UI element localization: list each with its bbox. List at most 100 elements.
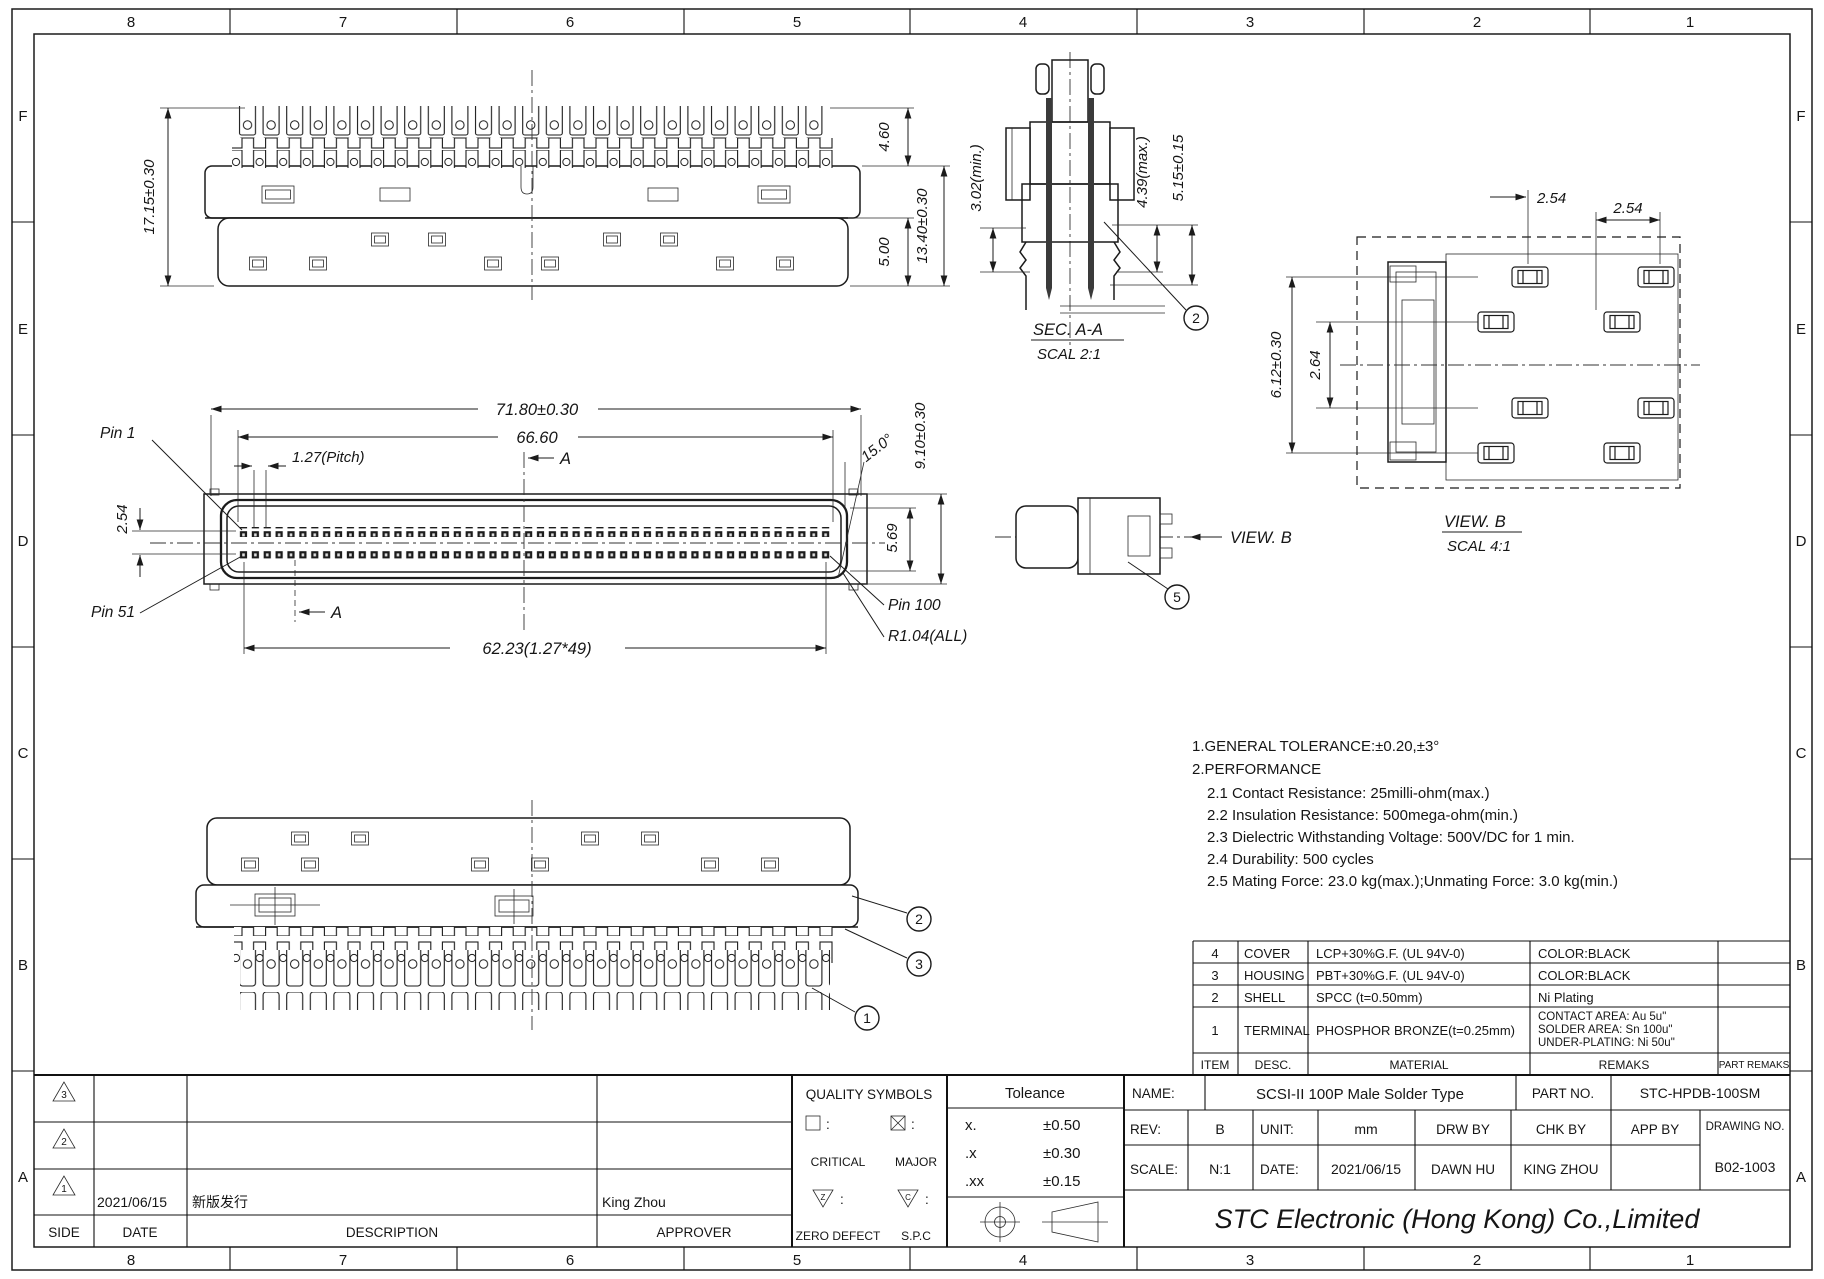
dim-body-height: 13.40±0.30 xyxy=(914,188,931,264)
callout-terminal: 1 xyxy=(863,1010,871,1026)
header-part-remarks: PART REMAKS xyxy=(1719,1060,1790,1071)
rev1-description: 新版发行 xyxy=(192,1194,248,1210)
part-no-label: PART NO. xyxy=(1532,1086,1594,1101)
zone-row: A xyxy=(18,1169,28,1186)
dim-span: 62.23(1.27*49) xyxy=(482,640,591,658)
section-aa-title: SEC. A-A xyxy=(1033,321,1103,339)
zone-col: 1 xyxy=(1686,1252,1694,1269)
pin-row-top xyxy=(238,527,832,537)
third-angle-projection-icon xyxy=(980,1201,1108,1243)
part-desc: COVER xyxy=(1244,946,1290,961)
zone-col: 5 xyxy=(793,1252,801,1269)
zone-col: 8 xyxy=(127,1252,135,1269)
side-view-label: VIEW. B xyxy=(1230,529,1292,547)
dim-contact-height: 4.60 xyxy=(876,122,893,152)
part-item: 2 xyxy=(1211,990,1218,1005)
bottom-view: 2 3 1 xyxy=(195,800,932,1031)
note-item: 2.1 Contact Resistance: 25milli-ohm(max.… xyxy=(1207,785,1490,802)
part-material: PHOSPHOR BRONZE(t=0.25mm) xyxy=(1316,1023,1515,1038)
tolerance-title: Toleance xyxy=(1005,1085,1065,1102)
quality-symbols-block: QUALITY SYMBOLS : : CRITICAL MAJOR Z : C… xyxy=(791,1075,948,1247)
zone-row: E xyxy=(1796,321,1806,338)
zone-row: D xyxy=(1796,533,1807,550)
part-item: 4 xyxy=(1211,946,1218,961)
dim-910: 9.10±0.30 xyxy=(912,402,929,469)
section-mark-top: A xyxy=(559,450,571,468)
zone-row: C xyxy=(1796,745,1807,762)
dim-pitch: 1.27(Pitch) xyxy=(292,449,365,466)
sheet-border: 8 7 6 5 4 3 2 1 8 7 6 5 4 3 2 1 F E D C … xyxy=(11,8,1813,1271)
rev2-number: 2 xyxy=(61,1137,67,1148)
revision-table: 3 2 1 2021/06/15 新版发行 King Zhou SIDE DAT… xyxy=(34,1075,792,1247)
header-material: MATERIAL xyxy=(1389,1058,1448,1072)
view-b-scale: SCAL 4:1 xyxy=(1447,538,1511,555)
plan-view: A A 71.80±0.30 66.60 Pin 1 1.27(Pitch) 2… xyxy=(91,401,967,658)
header-description: DESCRIPTION xyxy=(346,1225,438,1240)
zero-defect-symbol-letter: Z xyxy=(821,1193,826,1202)
part-remarks: COLOR:BLACK xyxy=(1538,968,1631,983)
critical-symbol-icon xyxy=(805,1115,821,1131)
spc-colon: : xyxy=(925,1192,929,1207)
date-label: DATE: xyxy=(1260,1162,1299,1177)
section-pin-right xyxy=(1088,98,1094,300)
major-symbol-icon xyxy=(890,1115,906,1131)
rev2-triangle-icon xyxy=(52,1128,76,1149)
zone-row: B xyxy=(1796,957,1806,974)
dim-overall-height: 17.15±0.30 xyxy=(141,159,158,235)
pin51-label: Pin 51 xyxy=(91,604,135,621)
zone-row: D xyxy=(18,533,29,550)
date-value: 2021/06/15 xyxy=(1331,1161,1401,1177)
dim-439-max: 4.39(max.) xyxy=(1134,136,1151,208)
zone-col: 4 xyxy=(1019,1252,1027,1269)
zero-defect-symbol-icon xyxy=(812,1189,834,1208)
note-general-tolerance: 1.GENERAL TOLERANCE:±0.20,±3° xyxy=(1192,738,1439,755)
name-label: NAME: xyxy=(1132,1086,1175,1101)
major-label: MAJOR xyxy=(895,1155,937,1169)
zone-row: E xyxy=(18,321,28,338)
zone-row: F xyxy=(18,108,27,125)
section-aa-view: 3.02(min.) 4.39(max.) 5.15±0.15 2 SEC. A… xyxy=(968,52,1209,363)
zone-labels-left: F E D C B A xyxy=(18,108,29,1186)
zone-col: 8 xyxy=(127,14,135,31)
dim-254-a: 2.54 xyxy=(1536,190,1566,207)
header-item: ITEM xyxy=(1201,1058,1230,1072)
zone-row: B xyxy=(18,957,28,974)
zone-row: C xyxy=(18,745,29,762)
section-pin-left xyxy=(1046,98,1052,300)
tol-label: .x xyxy=(965,1145,977,1162)
side-view: VIEW. B 5 xyxy=(995,497,1292,610)
zero-defect-label: ZERO DEFECT xyxy=(796,1229,881,1243)
zone-labels-right: F E D C B A xyxy=(1796,108,1807,1186)
callout-5: 5 xyxy=(1173,589,1181,605)
note-item: 2.5 Mating Force: 23.0 kg(max.);Unmating… xyxy=(1207,873,1618,890)
zone-col: 6 xyxy=(566,14,574,31)
spc-symbol-letter: C xyxy=(905,1193,911,1202)
part-remarks: Ni Plating xyxy=(1538,990,1594,1005)
header-approver: APPROVER xyxy=(656,1225,731,1240)
dim-254-b: 2.54 xyxy=(1612,200,1642,217)
section-aa-scale: SCAL 2:1 xyxy=(1037,346,1101,363)
zone-col: 6 xyxy=(566,1252,574,1269)
zone-col: 5 xyxy=(793,14,801,31)
zone-col: 3 xyxy=(1246,14,1254,31)
part-material: PBT+30%G.F. (UL 94V-0) xyxy=(1316,968,1465,983)
dim-264: 2.64 xyxy=(1307,350,1324,380)
app-by-label: APP BY xyxy=(1631,1122,1680,1137)
zone-row: A xyxy=(1796,1169,1806,1186)
major-colon: : xyxy=(911,1117,915,1132)
part-no: STC-HPDB-100SM xyxy=(1640,1085,1761,1101)
callout-housing: 3 xyxy=(915,956,923,972)
note-item: 2.2 Insulation Resistance: 500mega-ohm(m… xyxy=(1207,807,1518,824)
drawing-no-label: DRAWING NO. xyxy=(1706,1121,1785,1133)
tol-value: ±0.50 xyxy=(1043,1117,1080,1134)
chk-by-label: CHK BY xyxy=(1536,1122,1586,1137)
critical-label: CRITICAL xyxy=(811,1155,866,1169)
part-remarks-line: CONTACT AREA: Au 5u" xyxy=(1538,1011,1666,1023)
unit-value: mm xyxy=(1354,1121,1377,1137)
part-item: 1 xyxy=(1211,1023,1218,1038)
zone-labels-bottom: 8 7 6 5 4 3 2 1 xyxy=(127,1252,1694,1269)
part-desc: TERMINAL xyxy=(1244,1023,1310,1038)
notes-block: 1.GENERAL TOLERANCE:±0.20,±3° 2.PERFORMA… xyxy=(1192,738,1618,890)
spc-label: S.P.C xyxy=(901,1229,931,1243)
